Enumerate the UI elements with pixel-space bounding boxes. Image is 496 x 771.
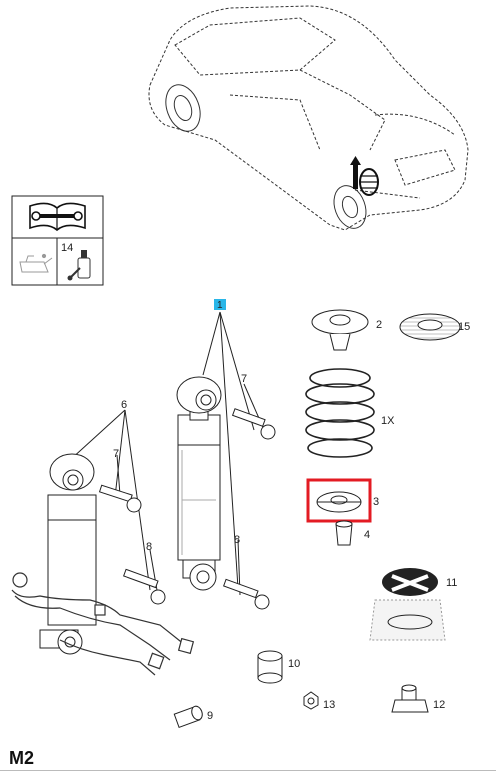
info-box: 14 <box>11 195 104 286</box>
leader-lines <box>69 311 266 597</box>
bolt-8-right <box>223 578 270 610</box>
bolt-7-right <box>231 408 276 440</box>
lubricant-bottle-icon <box>67 250 91 281</box>
callout-8-right: 8 <box>234 534 240 546</box>
bracket-12 <box>391 684 429 713</box>
callout-9: 9 <box>207 710 213 722</box>
car-outline-icon <box>148 5 469 231</box>
callout-6: 6 <box>121 399 127 411</box>
callout-11: 11 <box>446 577 457 589</box>
mount-pad-11 <box>369 568 446 641</box>
bolt-8-left <box>123 568 166 605</box>
callout-2: 2 <box>376 319 382 331</box>
car-location-marker <box>350 156 379 196</box>
page-code: M2 <box>9 748 35 768</box>
bolt-7-left <box>98 484 142 513</box>
callout-7-right: 7 <box>241 373 247 385</box>
shock-absorber-left <box>39 453 97 655</box>
spacer-4 <box>335 520 353 546</box>
upper-spring-seat <box>311 309 369 351</box>
shock-absorber-right <box>176 376 222 591</box>
callout-15: 15 <box>458 321 470 333</box>
sleeve-9 <box>173 705 203 728</box>
callout-1: 1 <box>217 300 223 311</box>
wiring-harness <box>11 572 195 676</box>
callout-3: 3 <box>373 496 379 508</box>
callout-1x: 1X <box>381 415 395 427</box>
callout-12: 12 <box>433 699 445 711</box>
coil-spring <box>305 368 375 458</box>
callout-7-left: 7 <box>113 448 119 460</box>
callout-13: 13 <box>323 699 335 711</box>
car-wheels <box>165 84 367 229</box>
nut-13 <box>303 691 319 710</box>
oil-can-icon <box>19 253 53 273</box>
callout-8-left: 8 <box>146 541 152 553</box>
lower-spring-seat <box>316 491 362 513</box>
repair-manual-icon <box>29 202 86 232</box>
callout-marker: 1 <box>214 299 226 311</box>
bump-stop-ring <box>399 313 461 341</box>
callout-10: 10 <box>288 658 300 670</box>
bushing-10 <box>257 650 283 684</box>
callout-4: 4 <box>364 529 370 541</box>
info-box-part-label: 14 <box>61 242 73 254</box>
